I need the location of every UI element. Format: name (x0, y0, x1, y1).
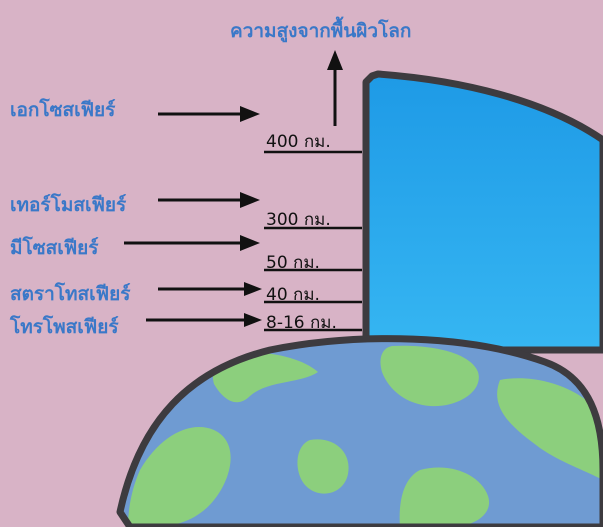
up-arrow-icon (327, 50, 343, 126)
layer-name-mesosphere: มีโซสเฟียร์ (10, 237, 99, 259)
altitude-label-exosphere: 400 กม. (266, 132, 331, 152)
earth (116, 335, 603, 527)
layer-name-stratosphere: สตราโทสเฟียร์ (10, 283, 131, 305)
land-mass (399, 467, 490, 527)
land-mass (212, 351, 318, 403)
land-mass (297, 439, 349, 494)
arrow-right-icon (158, 282, 262, 296)
land-mass (380, 345, 479, 407)
arrow-right-icon (124, 235, 260, 251)
atmosphere-panel (362, 70, 603, 354)
land-mass (497, 378, 603, 480)
altitude-label-mesosphere: 50 กม. (266, 253, 320, 273)
arrow-right-icon (158, 106, 260, 122)
layer-name-troposphere: โทรโพสเฟียร์ (10, 316, 119, 338)
altitude-label-stratosphere: 40 กม. (266, 285, 320, 305)
altitude-label-thermosphere: 300 กม. (266, 210, 331, 230)
layer-arrows (124, 106, 262, 327)
arrow-right-icon (158, 192, 260, 208)
arrow-right-icon (146, 313, 262, 327)
axis-title: ความสูงจากพื้นผิวโลก (230, 20, 412, 42)
layer-name-thermosphere: เทอร์โมสเฟียร์ (10, 194, 127, 216)
earth-outline (116, 335, 603, 527)
altitude-label-troposphere: 8-16 กม. (266, 313, 337, 333)
land-mass (128, 427, 231, 527)
layer-name-exosphere: เอกโซสเฟียร์ (10, 99, 116, 121)
